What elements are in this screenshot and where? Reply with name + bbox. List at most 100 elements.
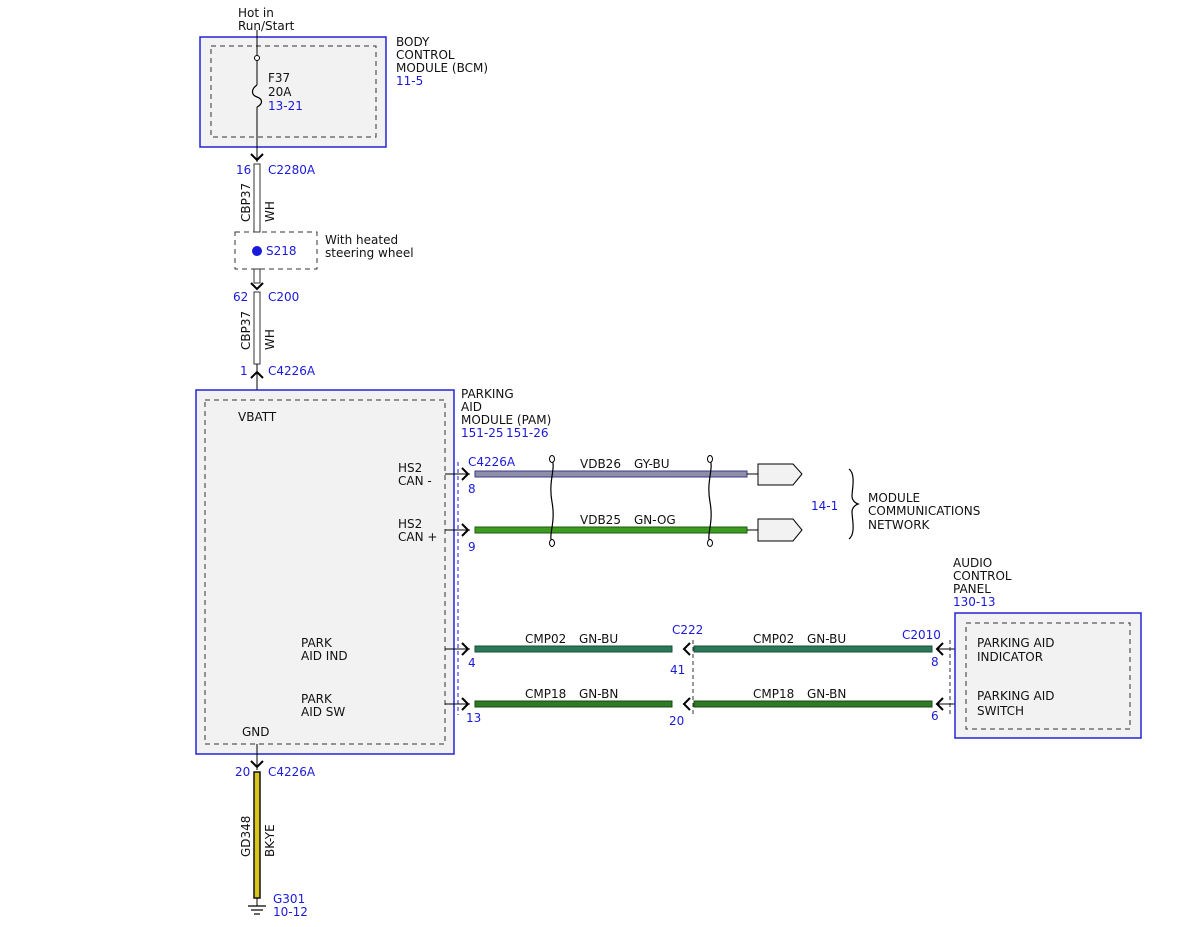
splice-s218-dot[interactable]: [252, 246, 262, 256]
pam-gnd-label: GND: [242, 725, 270, 739]
ground-name[interactable]: G301: [273, 892, 305, 906]
acp-ind-2: INDICATOR: [977, 650, 1043, 664]
acp-sw-2: SWITCH: [977, 704, 1024, 718]
wire-cmp02-left[interactable]: [474, 645, 673, 653]
acp-internal-box: [965, 622, 1131, 730]
fuse-symbol: [251, 84, 263, 108]
wire-vdb25[interactable]: [474, 526, 748, 534]
sw-left-circuit: CMP18: [525, 687, 566, 701]
c4226a-top-name[interactable]: C4226A: [268, 364, 316, 378]
c222-sw-pin: 20: [669, 714, 684, 728]
acp-ind-pin: 8: [931, 655, 939, 669]
twisted-pair-symbol-2: [708, 457, 712, 545]
pam-park-sw-1: PARK: [301, 692, 333, 706]
wire-cmp18-left[interactable]: [474, 700, 673, 708]
wire-vdb25-circuit: VDB25: [580, 513, 621, 527]
ground-ref[interactable]: 10-12: [273, 905, 308, 919]
c2280a-name[interactable]: C2280A: [268, 163, 316, 177]
bcm-name-3: MODULE (BCM): [396, 61, 488, 75]
sw-pam-pin: 13: [466, 711, 481, 725]
splice-name[interactable]: S218: [266, 244, 297, 258]
ground-connector-symbol: [250, 760, 264, 769]
pam-park-ind-2: AID IND: [301, 649, 348, 663]
wire-gd348[interactable]: [253, 771, 261, 899]
pam-internal-box: [204, 399, 446, 745]
ground-symbol: [248, 905, 266, 915]
fuse-terminal-top: [254, 55, 260, 61]
can-connector-name[interactable]: C4226A: [468, 455, 516, 469]
wire-cbp37-upper[interactable]: [253, 163, 261, 233]
pam-hs2-minus-1: HS2: [398, 461, 422, 475]
c222-sw-symbol: [682, 697, 691, 711]
wire-vdb25-color: GN-OG: [634, 513, 676, 527]
acp-sw-pin: 6: [931, 709, 939, 723]
ground-connector-name[interactable]: C4226A: [268, 765, 316, 779]
acp-ind-1: PARKING AID: [977, 636, 1055, 650]
bcm-name-1: BODY: [396, 35, 430, 49]
bcm-name-2: CONTROL: [396, 48, 455, 62]
wire-cbp37-mid[interactable]: [253, 291, 261, 365]
network-brace: [848, 468, 860, 540]
pam-hs2-plus-1: HS2: [398, 517, 422, 531]
can-plus-pin-symbol: [461, 523, 470, 537]
c2010-name[interactable]: C2010: [902, 628, 941, 642]
c222-ind-pin: 41: [670, 663, 685, 677]
sw-right-circuit: CMP18: [753, 687, 794, 701]
can-plus-continuation-arrow[interactable]: [757, 518, 803, 542]
ind-pam-pin: 4: [468, 656, 476, 670]
acp-name-1: AUDIO: [953, 556, 992, 570]
c200-pin: 62: [233, 290, 248, 304]
ind-left-color: GN-BU: [579, 632, 618, 646]
c2280a-pin: 16: [236, 163, 251, 177]
fuse-rating: 20A: [268, 85, 292, 99]
ind-right-color: GN-BU: [807, 632, 846, 646]
c222-name[interactable]: C222: [672, 623, 703, 637]
splice-note-2: steering wheel: [325, 246, 414, 260]
network-name-3: NETWORK: [868, 518, 931, 532]
sw-right-color: GN-BN: [807, 687, 846, 701]
bcm-module-box[interactable]: [199, 36, 387, 148]
pam-ref-2[interactable]: 151-26: [506, 426, 549, 440]
connector-c2280a-symbol: [250, 153, 264, 162]
fuse-ref[interactable]: 13-21: [268, 99, 303, 113]
wire-upper-color: WH: [263, 201, 277, 222]
acp-ref[interactable]: 130-13: [953, 595, 996, 609]
sw-left-color: GN-BN: [579, 687, 618, 701]
pam-hs2-minus-2: CAN -: [398, 474, 432, 488]
power-source-label-2: Run/Start: [238, 19, 295, 33]
pam-vbatt-label: VBATT: [238, 410, 277, 424]
acp-name-2: CONTROL: [953, 569, 1012, 583]
bcm-internal-box: [210, 45, 377, 138]
wire-mid-color: WH: [263, 329, 277, 350]
can-plus-pin: 9: [468, 540, 476, 554]
c200-name[interactable]: C200: [268, 290, 299, 304]
ind-right-circuit: CMP02: [753, 632, 794, 646]
pam-name-1: PARKING: [461, 387, 514, 401]
can-minus-continuation-arrow[interactable]: [757, 463, 803, 486]
ind-pam-pin-symbol: [461, 642, 470, 656]
ground-pin: 20: [235, 765, 250, 779]
acp-module-box[interactable]: [954, 612, 1142, 739]
can-minus-pin: 8: [468, 482, 476, 496]
fuse-name: F37: [268, 71, 290, 85]
pam-ref-1[interactable]: 151-25: [461, 426, 504, 440]
wire-vdb26[interactable]: [474, 470, 748, 478]
pam-module-box[interactable]: [195, 389, 455, 755]
bcm-ref[interactable]: 11-5: [396, 74, 423, 88]
pam-name-2: AID: [461, 400, 482, 414]
ground-wire-circuit: GD348: [239, 816, 253, 857]
sw-pam-pin-symbol: [461, 697, 470, 711]
twisted-pair-symbol-1: [550, 457, 554, 545]
ind-left-circuit: CMP02: [525, 632, 566, 646]
wire-cmp02-right[interactable]: [693, 645, 933, 653]
network-ref[interactable]: 14-1: [811, 499, 838, 513]
network-name-2: COMMUNICATIONS: [868, 504, 980, 518]
ground-wire-color: BK-YE: [263, 824, 277, 857]
can-minus-pin-symbol: [461, 467, 470, 481]
acp-sw-1: PARKING AID: [977, 689, 1055, 703]
wire-cmp18-right[interactable]: [693, 700, 933, 708]
wire-mid-circuit: CBP37: [239, 311, 253, 350]
c222-ind-symbol: [682, 642, 691, 656]
pam-park-sw-2: AID SW: [301, 705, 345, 719]
wire-vdb26-circuit: VDB26: [580, 457, 621, 471]
